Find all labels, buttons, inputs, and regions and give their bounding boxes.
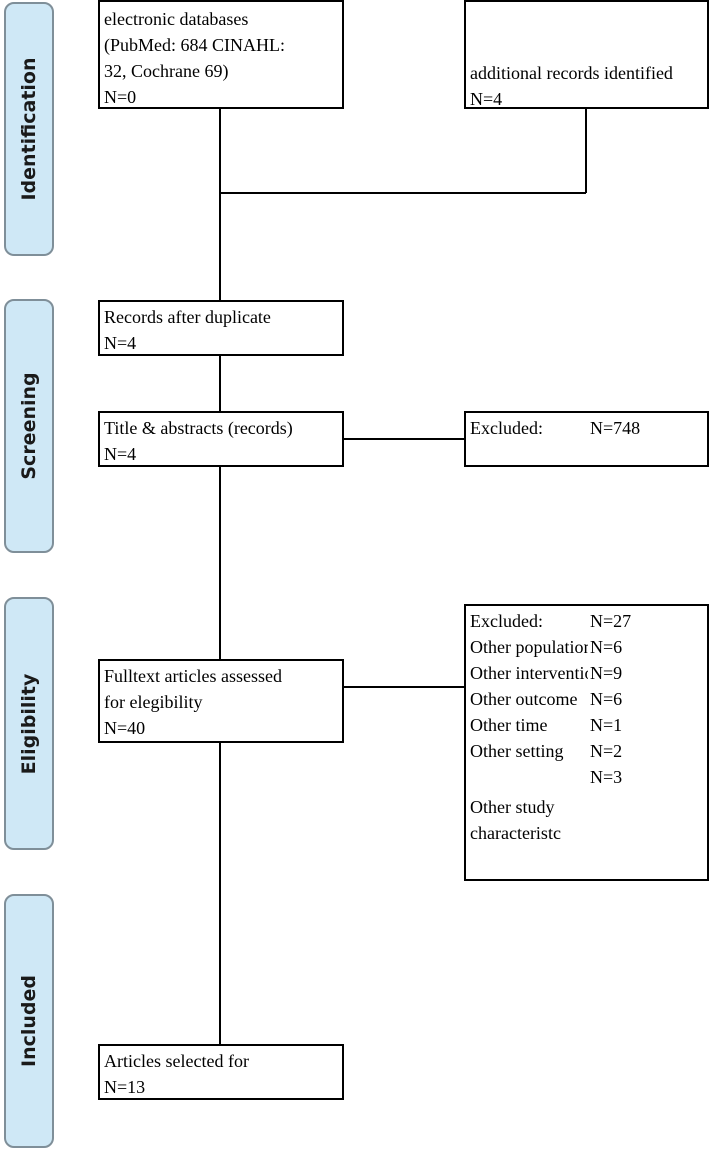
- phase-screening: Screening: [4, 299, 54, 553]
- eligibility-excluded-box: Excluded: N=27 Other population N=6 Othe…: [464, 604, 709, 881]
- duplicates-box: Records after duplicate N=4: [98, 300, 344, 356]
- databases-line-2: (PubMed: 684 CINAHL:: [104, 35, 285, 55]
- fulltext-line-1: Fulltext articles assessed: [104, 666, 282, 686]
- phase-included-label: Included: [18, 975, 40, 1067]
- eligibility-excluded-label: Excluded:: [470, 611, 543, 631]
- phase-identification-label: Identification: [18, 57, 40, 201]
- screening-excluded-label: Excluded:: [470, 418, 543, 438]
- excluded-reason-row: Other outcome N=6: [470, 686, 703, 712]
- additional-records-label: additional records identified: [470, 63, 673, 83]
- duplicates-label: Records after duplicate: [104, 307, 271, 327]
- phase-included: Included: [4, 894, 54, 1148]
- excluded-reason-row: N=3: [470, 764, 703, 790]
- excluded-reason-label: Other setting: [470, 741, 564, 761]
- fulltext-box: Fulltext articles assessed for elegibili…: [98, 659, 344, 743]
- title-abstract-box: Title & abstracts (records) N=4: [98, 411, 344, 467]
- excluded-reason-row: Other setting N=2: [470, 738, 703, 764]
- excluded-reason-label: Other outcome: [470, 689, 578, 709]
- excluded-reason-count: N=9: [590, 663, 623, 683]
- excluded-reason-count: N=3: [590, 767, 623, 787]
- additional-records-box: additional records identified N=4: [464, 0, 709, 109]
- eligibility-excluded-count: N=27: [590, 611, 632, 631]
- phase-identification: Identification: [4, 2, 54, 256]
- excluded-reason-label: Other intervention: [470, 663, 588, 683]
- excluded-reason-row: Other time N=1: [470, 712, 703, 738]
- excluded-study-line-2: characteristc: [470, 823, 561, 843]
- databases-line-3: 32, Cochrane 69): [104, 61, 229, 81]
- excluded-reason-label: Other population: [470, 637, 588, 657]
- databases-count: N=0: [104, 87, 137, 107]
- databases-box: electronic databases (PubMed: 684 CINAHL…: [98, 0, 344, 109]
- fulltext-count: N=40: [104, 718, 146, 738]
- eligibility-excluded-row: Excluded: N=27: [470, 608, 703, 634]
- excluded-reason-count: N=6: [590, 689, 623, 709]
- phase-screening-label: Screening: [18, 372, 40, 480]
- databases-line-1: electronic databases: [104, 9, 249, 29]
- duplicates-count: N=4: [104, 333, 137, 353]
- title-abstract-label: Title & abstracts (records): [104, 418, 293, 438]
- excluded-reason-count: N=6: [590, 637, 623, 657]
- included-label: Articles selected for: [104, 1051, 249, 1071]
- phase-eligibility-label: Eligibility: [18, 673, 40, 774]
- excluded-reason-count: N=2: [590, 741, 623, 761]
- excluded-reason-row: Other intervention N=9: [470, 660, 703, 686]
- screening-excluded-box: Excluded: N=748: [464, 411, 709, 467]
- excluded-reason-row: Other population N=6: [470, 634, 703, 660]
- screening-excluded-row: Excluded: N=748: [470, 415, 703, 441]
- excluded-reason-count: N=1: [590, 715, 623, 735]
- phase-eligibility: Eligibility: [4, 597, 54, 850]
- additional-records-count: N=4: [470, 89, 503, 109]
- screening-excluded-count: N=748: [590, 418, 641, 438]
- title-abstract-count: N=4: [104, 444, 137, 464]
- fulltext-line-2: for elegibility: [104, 692, 203, 712]
- included-count: N=13: [104, 1077, 146, 1097]
- included-box: Articles selected for N=13: [98, 1044, 344, 1100]
- excluded-study-line-1: Other study: [470, 797, 555, 817]
- excluded-reason-label: Other time: [470, 715, 548, 735]
